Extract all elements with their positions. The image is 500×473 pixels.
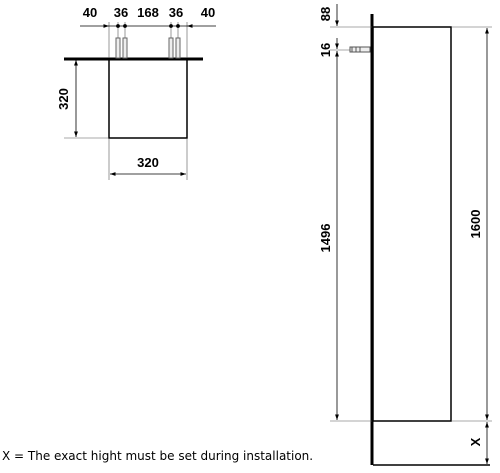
dim-top-offset: 88 <box>318 7 333 21</box>
dim-spacing-anchor-left: 36 <box>114 5 128 20</box>
wall-fixing-screw <box>349 46 371 53</box>
dim-spacing-anchor-right: 36 <box>169 5 183 20</box>
wall-anchor-left <box>115 37 128 59</box>
dim-floor-gap: X <box>468 437 483 446</box>
dim-spacing-outer-right: 40 <box>201 5 215 20</box>
cabinet-outline-side <box>372 26 452 422</box>
cabinet-outline-top <box>108 58 188 139</box>
dim-fixing-offset: 16 <box>318 43 333 57</box>
top-view: 40 36 168 36 40 320 320 <box>56 5 216 180</box>
dim-spacing-outer-left: 40 <box>83 5 97 20</box>
dim-cabinet-height: 1600 <box>468 210 483 239</box>
wall-anchor-right <box>168 37 181 59</box>
dim-width: 320 <box>137 155 159 170</box>
side-view: 88 16 1496 1600 X <box>318 4 492 466</box>
dim-depth: 320 <box>56 88 71 110</box>
installation-note: X = The exact hight must be set during i… <box>2 449 314 463</box>
dim-fixing-height: 1496 <box>318 224 333 253</box>
dim-spacing-center: 168 <box>137 5 159 20</box>
